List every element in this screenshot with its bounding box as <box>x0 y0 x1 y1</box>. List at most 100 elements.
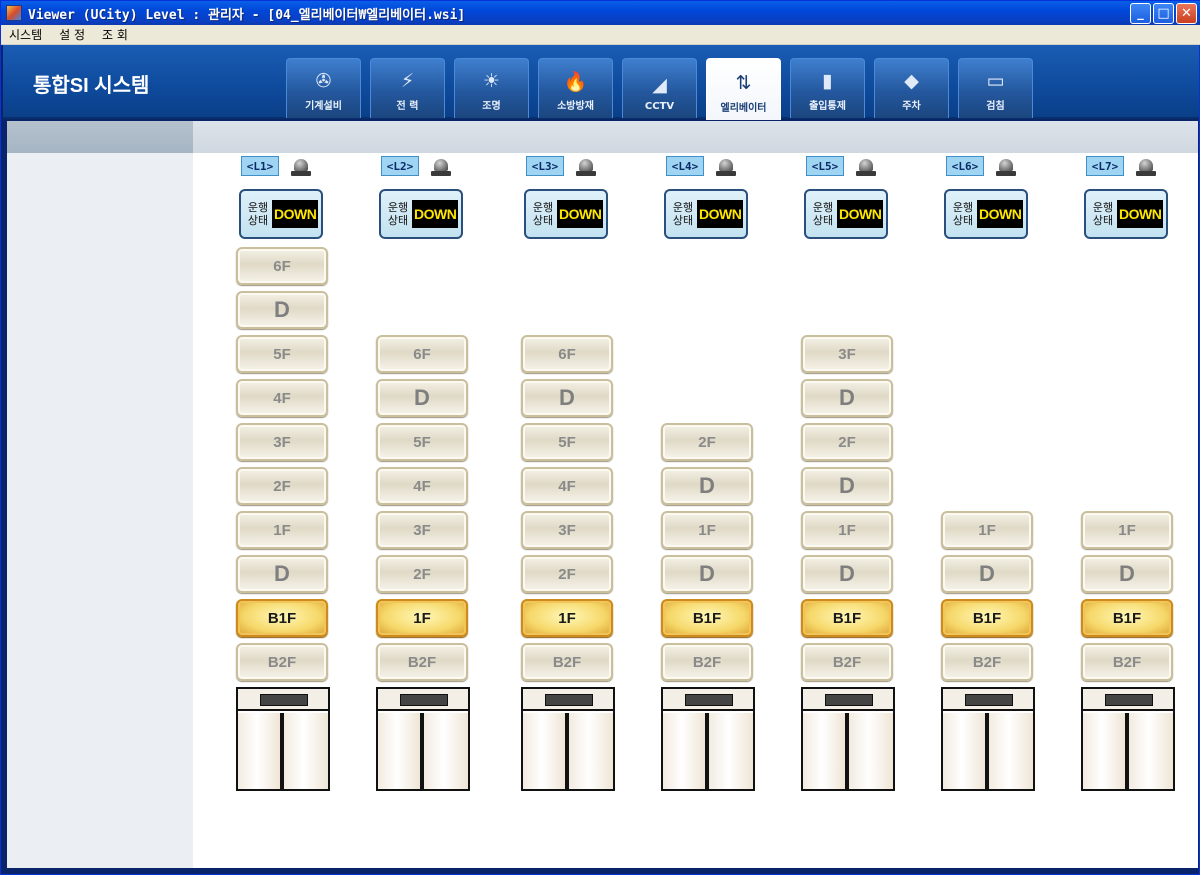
tab-monitor[interactable]: ▭검침 <box>958 58 1033 118</box>
direction-indicator: DOWN <box>412 200 459 228</box>
door-indicator: D <box>236 555 328 593</box>
current-floor-indicator: B1F <box>801 599 893 637</box>
module-tabs: ✇ 기계설비 ⚡전 력☀조명 🔥 소방방재 ◢CCTV⇅엘리베이터 ▮ 출입통제 ◆ 주차 ▭검침 <box>286 58 1033 120</box>
tab-fire[interactable]: 🔥 소방방재 <box>538 58 613 118</box>
elevator-car-icon <box>801 687 895 791</box>
alarm-lamp-icon <box>430 159 452 177</box>
elevator-view-header <box>193 121 1198 153</box>
elevator-icon: ⇅ <box>735 72 752 94</box>
elevator-id-badge[interactable]: <L3> <box>526 156 564 176</box>
elevator-unit-header: <L1> <box>236 153 356 177</box>
elevator-id-badge[interactable]: <L1> <box>241 156 279 176</box>
elevator-id-badge[interactable]: <L7> <box>1086 156 1124 176</box>
tab-camera[interactable]: ◢CCTV <box>622 58 697 118</box>
tab-fan[interactable]: ✇ 기계설비 <box>286 58 361 118</box>
close-button[interactable]: ✕ <box>1176 3 1197 24</box>
door-indicator: D <box>801 379 893 417</box>
alarm-lamp-icon <box>995 159 1017 177</box>
minimize-button[interactable]: _ <box>1130 3 1151 24</box>
tab-car[interactable]: ◆ 주차 <box>874 58 949 118</box>
tab-lamp[interactable]: ☀조명 <box>454 58 529 118</box>
elevator-car-icon <box>236 687 330 791</box>
floor-indicator: 3F <box>236 423 328 461</box>
menu-settings[interactable]: 설 정 <box>59 28 86 42</box>
elevator-car-icon <box>661 687 755 791</box>
floor-indicator: B2F <box>941 643 1033 681</box>
current-floor-indicator: 1F <box>376 599 468 637</box>
tab-label: 검침 <box>986 101 1005 112</box>
alarm-lamp-icon <box>1135 159 1157 177</box>
floor-indicator: B2F <box>1081 643 1173 681</box>
current-floor-indicator: B1F <box>1081 599 1173 637</box>
floor-indicator: B2F <box>801 643 893 681</box>
door-indicator: D <box>801 467 893 505</box>
door-indicator: D <box>376 379 468 417</box>
tab-door[interactable]: ▮ 출입통제 <box>790 58 865 118</box>
tab-label: 소방방재 <box>557 101 594 112</box>
door-indicator: D <box>801 555 893 593</box>
direction-indicator: DOWN <box>1117 200 1164 228</box>
menu-system[interactable]: 시스템 <box>9 28 43 42</box>
elevator-id-badge[interactable]: <L5> <box>806 156 844 176</box>
elevator-unit-header: <L7> <box>1081 153 1200 177</box>
elevator-car-icon <box>1081 687 1175 791</box>
elevator-unit-header: <L2> <box>376 153 496 177</box>
floor-indicator: 1F <box>801 511 893 549</box>
app-icon <box>6 5 22 21</box>
floor-indicator: B2F <box>521 643 613 681</box>
direction-indicator: DOWN <box>557 200 604 228</box>
direction-indicator: DOWN <box>697 200 744 228</box>
tab-label: 조명 <box>482 101 501 112</box>
alarm-lamp-icon <box>855 159 877 177</box>
tab-label: 주차 <box>902 101 921 112</box>
elevator-id-badge[interactable]: <L2> <box>381 156 419 176</box>
floor-indicator: B2F <box>376 643 468 681</box>
title-bar[interactable]: Viewer (UCity) Level : 관리자 - [04_엘리베이터₩엘… <box>1 1 1200 25</box>
floor-indicator: 4F <box>521 467 613 505</box>
door-indicator: D <box>236 291 328 329</box>
door-indicator: D <box>941 555 1033 593</box>
elevator-id-badge[interactable]: <L4> <box>666 156 704 176</box>
tab-label: 기계설비 <box>305 101 342 112</box>
alarm-lamp-icon <box>575 159 597 177</box>
elevator-unit-header: <L4> <box>661 153 781 177</box>
door-indicator: D <box>661 467 753 505</box>
floor-indicator: 6F <box>236 247 328 285</box>
floor-indicator: 3F <box>801 335 893 373</box>
floor-indicator: 1F <box>941 511 1033 549</box>
alarm-lamp-icon <box>290 159 312 177</box>
left-panel <box>7 121 193 868</box>
elevator-id-badge[interactable]: <L6> <box>946 156 984 176</box>
alarm-lamp-icon <box>715 159 737 177</box>
current-floor-indicator: B1F <box>661 599 753 637</box>
brand-title: 통합SI 시스템 <box>33 75 150 97</box>
fire-icon: 🔥 <box>563 70 588 93</box>
floor-indicator: 3F <box>376 511 468 549</box>
tab-label: 출입통제 <box>809 101 846 112</box>
elevator-car-icon <box>941 687 1035 791</box>
door-icon: ▮ <box>822 70 833 92</box>
maximize-button[interactable]: □ <box>1153 3 1174 24</box>
floor-indicator: 4F <box>236 379 328 417</box>
floor-indicator: 4F <box>376 467 468 505</box>
tab-elevator[interactable]: ⇅엘리베이터 <box>706 58 781 120</box>
tab-lightning[interactable]: ⚡전 력 <box>370 58 445 118</box>
floor-indicator: 2F <box>376 555 468 593</box>
floor-indicator: 1F <box>661 511 753 549</box>
menu-inquiry[interactable]: 조 회 <box>102 28 128 42</box>
door-indicator: D <box>661 555 753 593</box>
floor-indicator: 3F <box>521 511 613 549</box>
direction-indicator: DOWN <box>977 200 1024 228</box>
current-floor-indicator: 1F <box>521 599 613 637</box>
fan-icon: ✇ <box>315 70 332 92</box>
floor-indicator: 1F <box>236 511 328 549</box>
floor-indicator: 6F <box>521 335 613 373</box>
floor-indicator: 5F <box>376 423 468 461</box>
floor-indicator: B2F <box>661 643 753 681</box>
lightning-icon: ⚡ <box>400 70 415 92</box>
car-icon: ◆ <box>904 70 919 92</box>
